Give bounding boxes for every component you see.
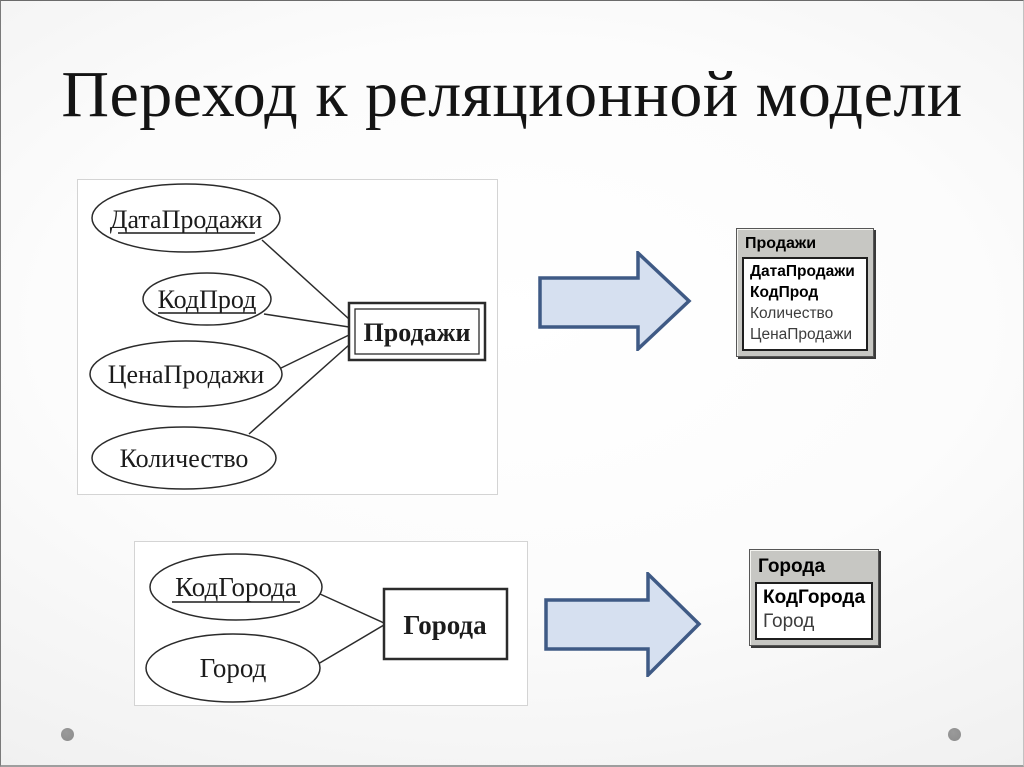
connector-line	[248, 344, 350, 435]
attribute-ellipse-city-code	[149, 553, 323, 621]
transform-arrow-bottom-icon	[544, 572, 702, 677]
attribute-label: КодГорода	[175, 572, 297, 602]
connector-line	[317, 624, 385, 665]
connector-line	[261, 239, 350, 320]
entity-rect-sales	[347, 301, 487, 362]
attribute-label: КодПрод	[158, 285, 257, 314]
connector-line	[263, 313, 350, 328]
attribute-ellipse-sale-date	[91, 183, 281, 253]
relation-table-sales: Продажи ДатаПродажи КодПрод Количество Ц…	[736, 228, 874, 357]
table-field: ЦенаПродажи	[750, 326, 852, 343]
transform-arrow-top-icon	[538, 251, 692, 351]
bullet-dot-right	[948, 728, 961, 741]
attribute-ellipse-sale-price	[89, 340, 283, 408]
table-field: КодПрод	[750, 284, 819, 301]
attribute-label: Город	[200, 653, 267, 683]
entity-label: Продажи	[364, 318, 471, 347]
attribute-label: ДатаПродажи	[110, 205, 263, 234]
attribute-label: Количество	[120, 444, 249, 473]
table-field-list: ДатаПродажи КодПрод Количество ЦенаПрода…	[742, 257, 868, 351]
slide-title: Переход к реляционной модели	[61, 58, 963, 131]
connector-line	[319, 593, 385, 624]
table-field: Город	[763, 611, 815, 632]
table-field: КодГорода	[763, 587, 866, 608]
attribute-ellipse-city	[145, 633, 321, 703]
table-field: Количество	[750, 305, 834, 322]
table-title: Продажи	[745, 235, 817, 252]
entity-rect-cities	[382, 587, 509, 661]
attribute-ellipse-product-code	[142, 272, 272, 326]
attribute-ellipse-quantity	[91, 426, 277, 490]
er-diagram-cities: КодГорода Город Города	[134, 541, 528, 706]
er-diagram-sales: ДатаПродажи КодПрод ЦенаПродажи Количест…	[77, 179, 498, 495]
attribute-label: ЦенаПродажи	[108, 360, 265, 389]
table-title: Города	[758, 556, 826, 577]
bullet-dot-left	[61, 728, 74, 741]
relation-table-cities: Города КодГорода Город	[749, 549, 879, 646]
entity-label: Города	[403, 610, 487, 640]
er-diagram-sales-canvas: ДатаПродажи КодПрод ЦенаПродажи Количест…	[89, 183, 487, 490]
connector-line	[278, 334, 350, 370]
table-field: ДатаПродажи	[750, 263, 855, 280]
entity-rect-sales-inner	[354, 308, 480, 355]
er-diagram-cities-canvas: КодГорода Город Города	[145, 553, 509, 703]
table-field-list: КодГорода Город	[755, 582, 873, 640]
